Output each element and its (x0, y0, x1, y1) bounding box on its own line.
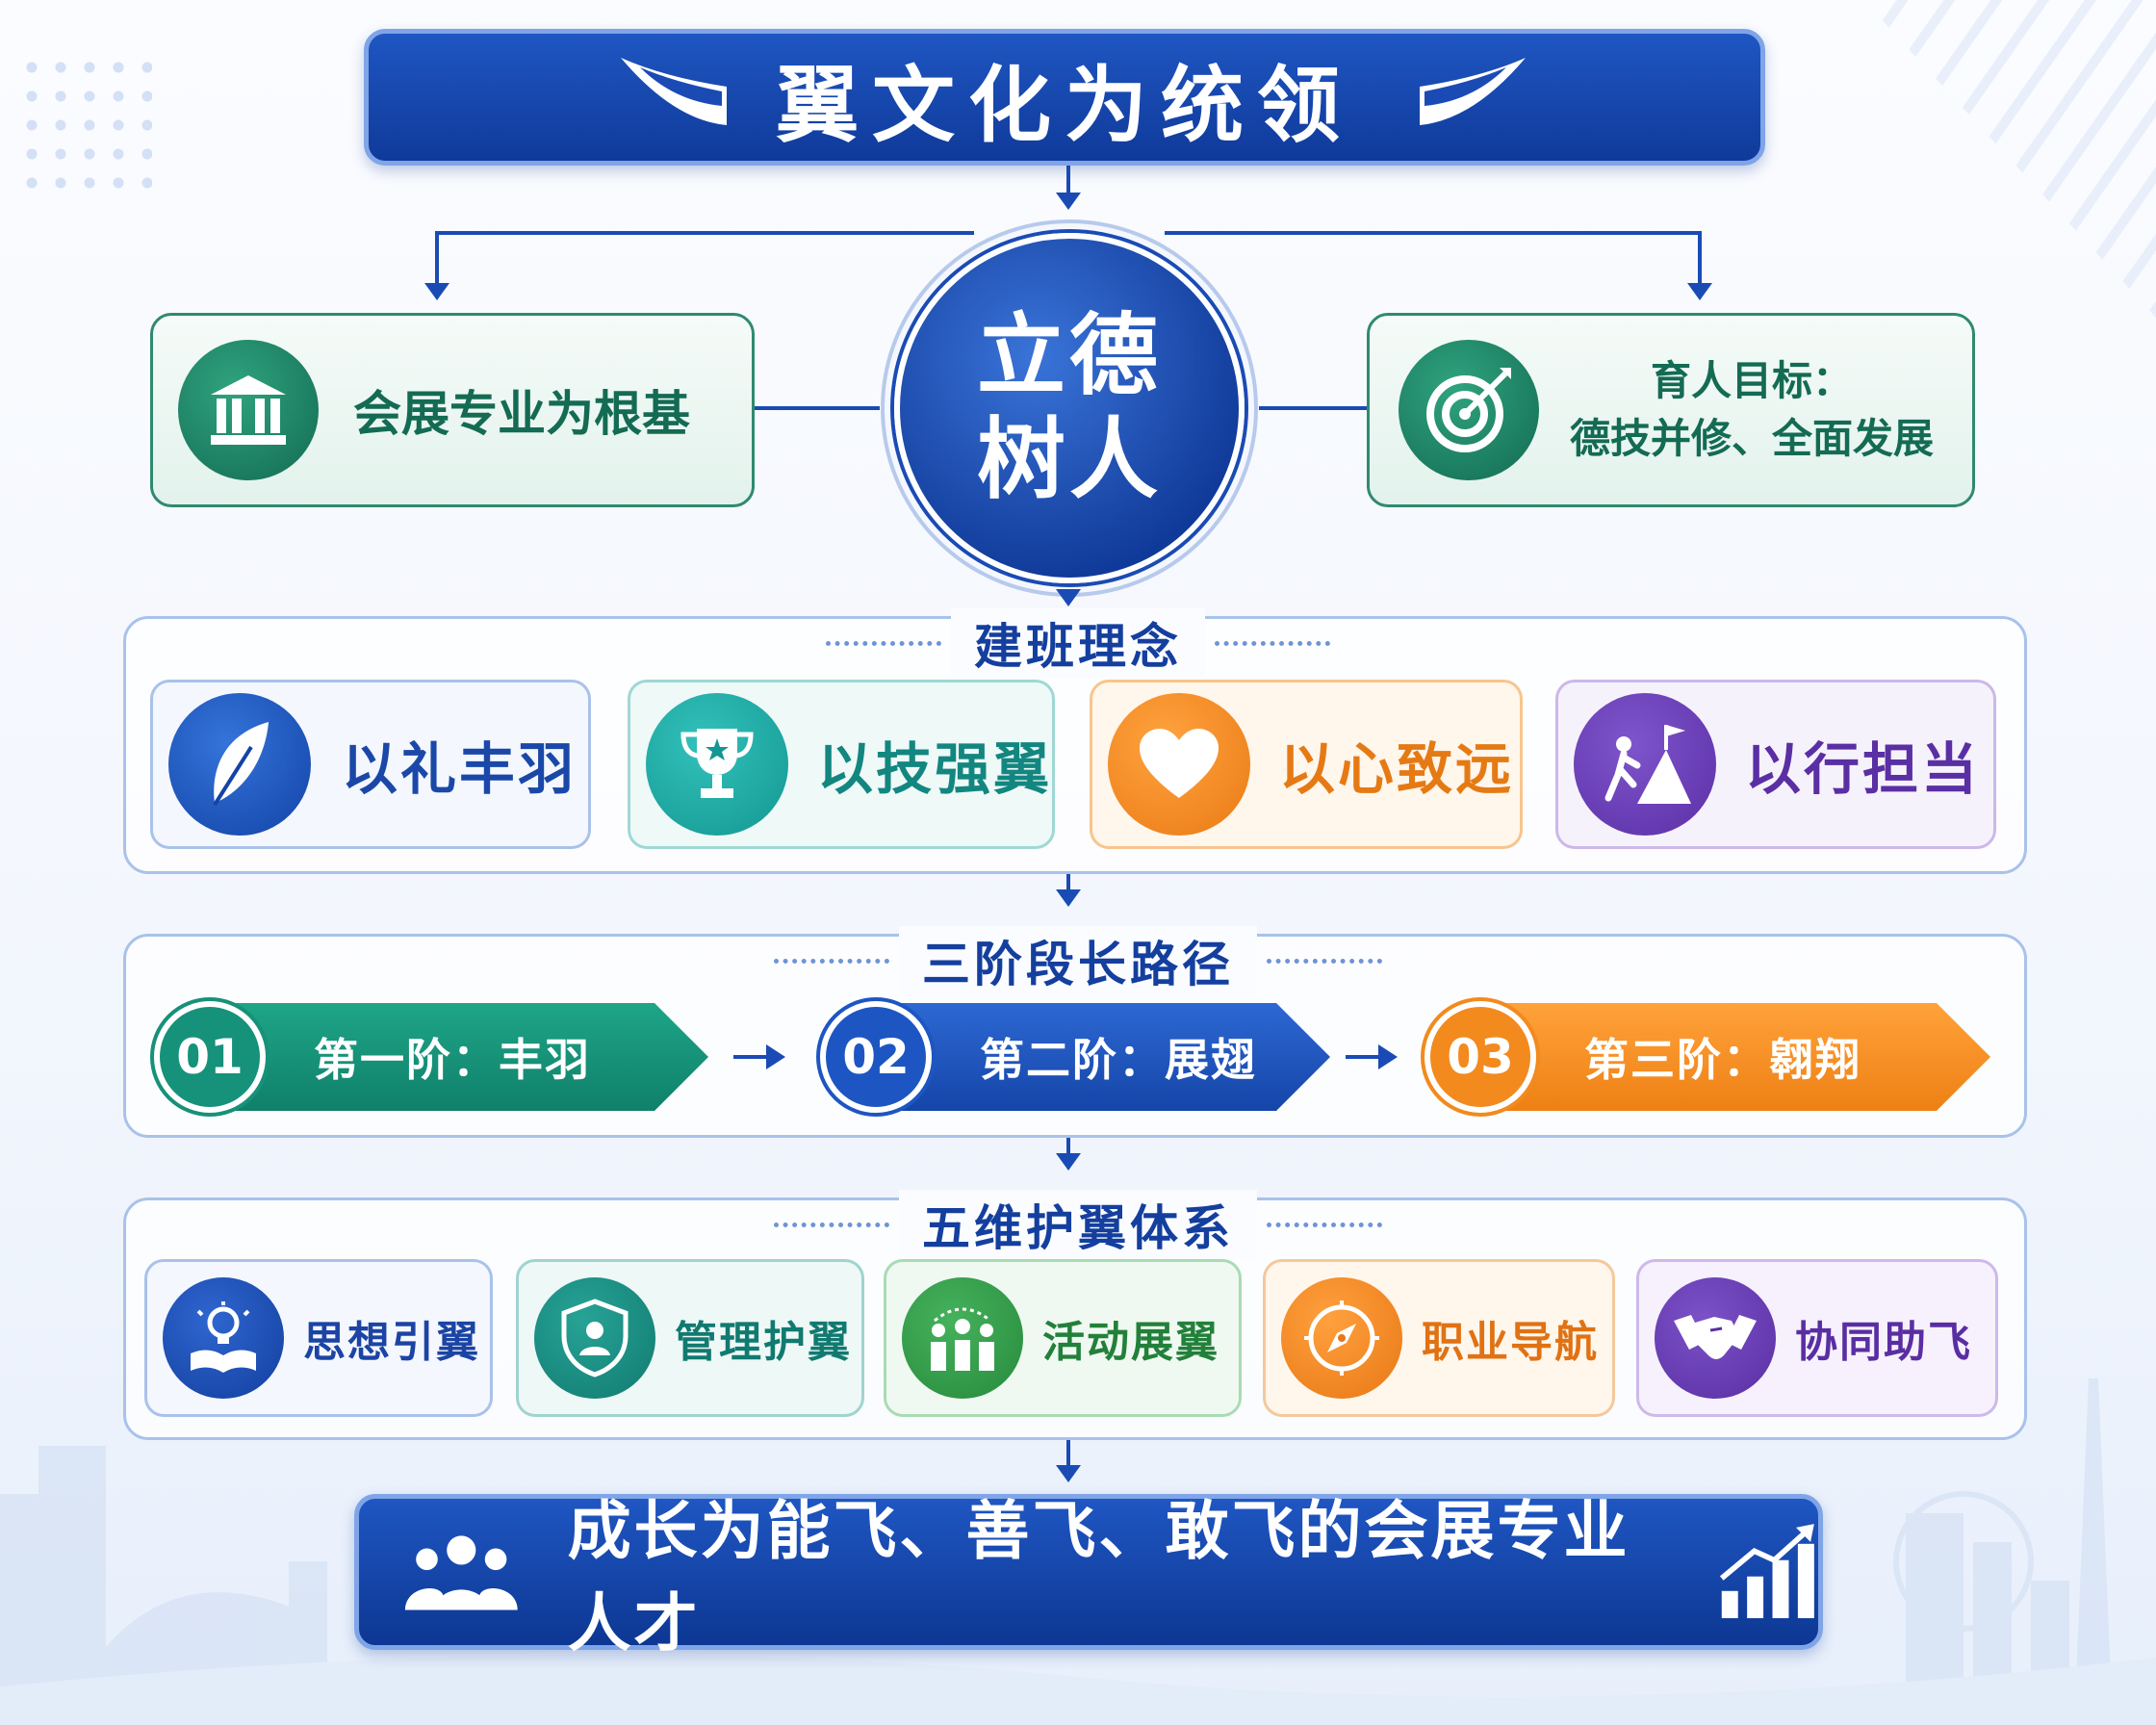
stage-label: 第一阶：丰羽 (314, 1034, 591, 1086)
philosophy-label: 以行担当 (1745, 736, 1981, 802)
support-system-header: 五维护翼体系 (0, 1190, 2156, 1259)
climber-flag-icon (1574, 693, 1716, 836)
stage-number-badge: 03 (1421, 997, 1540, 1117)
arrow-down-icon (424, 283, 449, 300)
decorative-dots (17, 53, 152, 197)
institution-building-icon (178, 340, 319, 480)
philosophy-title: 建班理念 (951, 608, 1205, 678)
philosophy-card-courtesy: 以礼丰羽 (150, 680, 591, 849)
page-title: 翼文化为统领 (776, 57, 1353, 154)
philosophy-card-heart: 以心致远 (1090, 680, 1523, 849)
outcome-banner: 成长为能飞、善飞、敢飞的会展专业人才 (354, 1494, 1823, 1661)
connector-line (755, 406, 880, 410)
stage-1: 第一阶：丰羽 01 (150, 997, 708, 1117)
stage-bar: 第三阶：翱翔 (1459, 1003, 1990, 1111)
growth-path-title: 三阶段长路径 (899, 926, 1257, 995)
connector-line (1346, 1055, 1380, 1059)
stage-2: 第二阶：展翅 02 (816, 997, 1330, 1117)
connector-line (733, 1055, 768, 1059)
stage-number-badge: 01 (150, 997, 270, 1117)
target-arrow-icon (1399, 340, 1539, 480)
title-dots-left (774, 958, 889, 964)
core-line-2: 树人 (976, 408, 1162, 511)
support-card-management: 管理护翼 (516, 1259, 864, 1417)
philosophy-card-skill: 以技强翼 (628, 680, 1055, 849)
title-dots-right (1267, 958, 1382, 964)
support-system-title: 五维护翼体系 (899, 1190, 1257, 1259)
outcome-text: 成长为能飞、善飞、敢飞的会展专业人才 (567, 1494, 1630, 1661)
stage-label: 第三阶：翱翔 (1584, 1034, 1861, 1086)
philosophy-label: 以技强翼 (817, 736, 1053, 802)
title-dots-right (1267, 1222, 1382, 1227)
philosophy-label: 以心致远 (1279, 736, 1515, 802)
support-label: 思想引翼 (303, 1318, 480, 1367)
stage-3: 第三阶：翱翔 03 (1421, 997, 1990, 1117)
compass-icon (1281, 1277, 1402, 1399)
core-line-1: 立德 (976, 304, 1162, 407)
philosophy-header: 建班理念 (0, 608, 2156, 678)
title-dots-left (774, 1222, 889, 1227)
growth-chart-icon (1720, 1524, 1815, 1619)
connector-line (1698, 231, 1702, 285)
support-card-activity: 活动展翼 (884, 1259, 1242, 1417)
foundation-box: 会展专业为根基 (150, 313, 755, 507)
stage-number: 02 (826, 1007, 926, 1107)
heart-icon (1108, 693, 1250, 836)
decorative-stripes (1863, 0, 2156, 318)
connector-line (1066, 1138, 1070, 1157)
handshake-icon (1655, 1277, 1776, 1399)
connector-line (1066, 1440, 1070, 1469)
stage-label: 第二阶：展翅 (980, 1034, 1257, 1086)
connector-line (1259, 406, 1367, 410)
support-label: 活动展翼 (1042, 1318, 1219, 1367)
title-banner: 翼文化为统领 (364, 29, 1765, 166)
goal-text: 育人目标： 德技并修、全面发展 (1570, 352, 1934, 468)
support-label: 协同助飞 (1795, 1318, 1972, 1367)
right-wing-icon (1420, 58, 1526, 125)
feather-icon (168, 693, 311, 836)
foundation-label: 会展专业为根基 (353, 386, 690, 442)
support-label: 职业导航 (1422, 1318, 1599, 1367)
left-wing-icon (621, 58, 727, 125)
support-label: 管理护翼 (675, 1318, 852, 1367)
stage-number-badge: 02 (816, 997, 936, 1117)
arrow-right-icon (1378, 1044, 1398, 1069)
arrow-down-icon (1056, 589, 1081, 606)
shield-person-icon (534, 1277, 655, 1399)
people-cheering-icon (902, 1277, 1023, 1399)
arrow-down-icon (1056, 193, 1081, 210)
connector-line (435, 231, 974, 235)
connector-line (1165, 231, 1702, 235)
stage-bar: 第一阶：丰羽 (189, 1003, 708, 1111)
philosophy-card-action: 以行担当 (1555, 680, 1996, 849)
arrow-down-icon (1056, 889, 1081, 907)
title-dots-left (826, 640, 941, 646)
goal-box: 育人目标： 德技并修、全面发展 (1367, 313, 1975, 507)
stage-number: 01 (160, 1007, 260, 1107)
connector-line (1066, 166, 1070, 194)
lightbulb-book-icon (163, 1277, 284, 1399)
growth-path-header: 三阶段长路径 (0, 926, 2156, 995)
arrow-down-icon (1056, 1153, 1081, 1171)
goal-detail: 德技并修、全面发展 (1570, 415, 1935, 462)
stage-number: 03 (1430, 1007, 1530, 1107)
trophy-icon (646, 693, 788, 836)
support-card-collaboration: 协同助飞 (1636, 1259, 1998, 1417)
title-dots-right (1215, 640, 1330, 646)
philosophy-label: 以礼丰羽 (342, 736, 578, 802)
group-people-icon (404, 1535, 518, 1610)
arrow-down-icon (1056, 1465, 1081, 1482)
support-card-ideology: 思想引翼 (144, 1259, 493, 1417)
core-circle-inner: 立德 树人 (894, 233, 1245, 583)
connector-line (435, 231, 439, 285)
core-circle: 立德 树人 (881, 219, 1258, 597)
connector-line (1066, 874, 1070, 893)
city-skyline-background (0, 1378, 2156, 1725)
arrow-down-icon (1687, 283, 1712, 300)
goal-heading: 育人目标： (1651, 357, 1854, 404)
support-card-career: 职业导航 (1263, 1259, 1615, 1417)
arrow-right-icon (766, 1044, 785, 1069)
